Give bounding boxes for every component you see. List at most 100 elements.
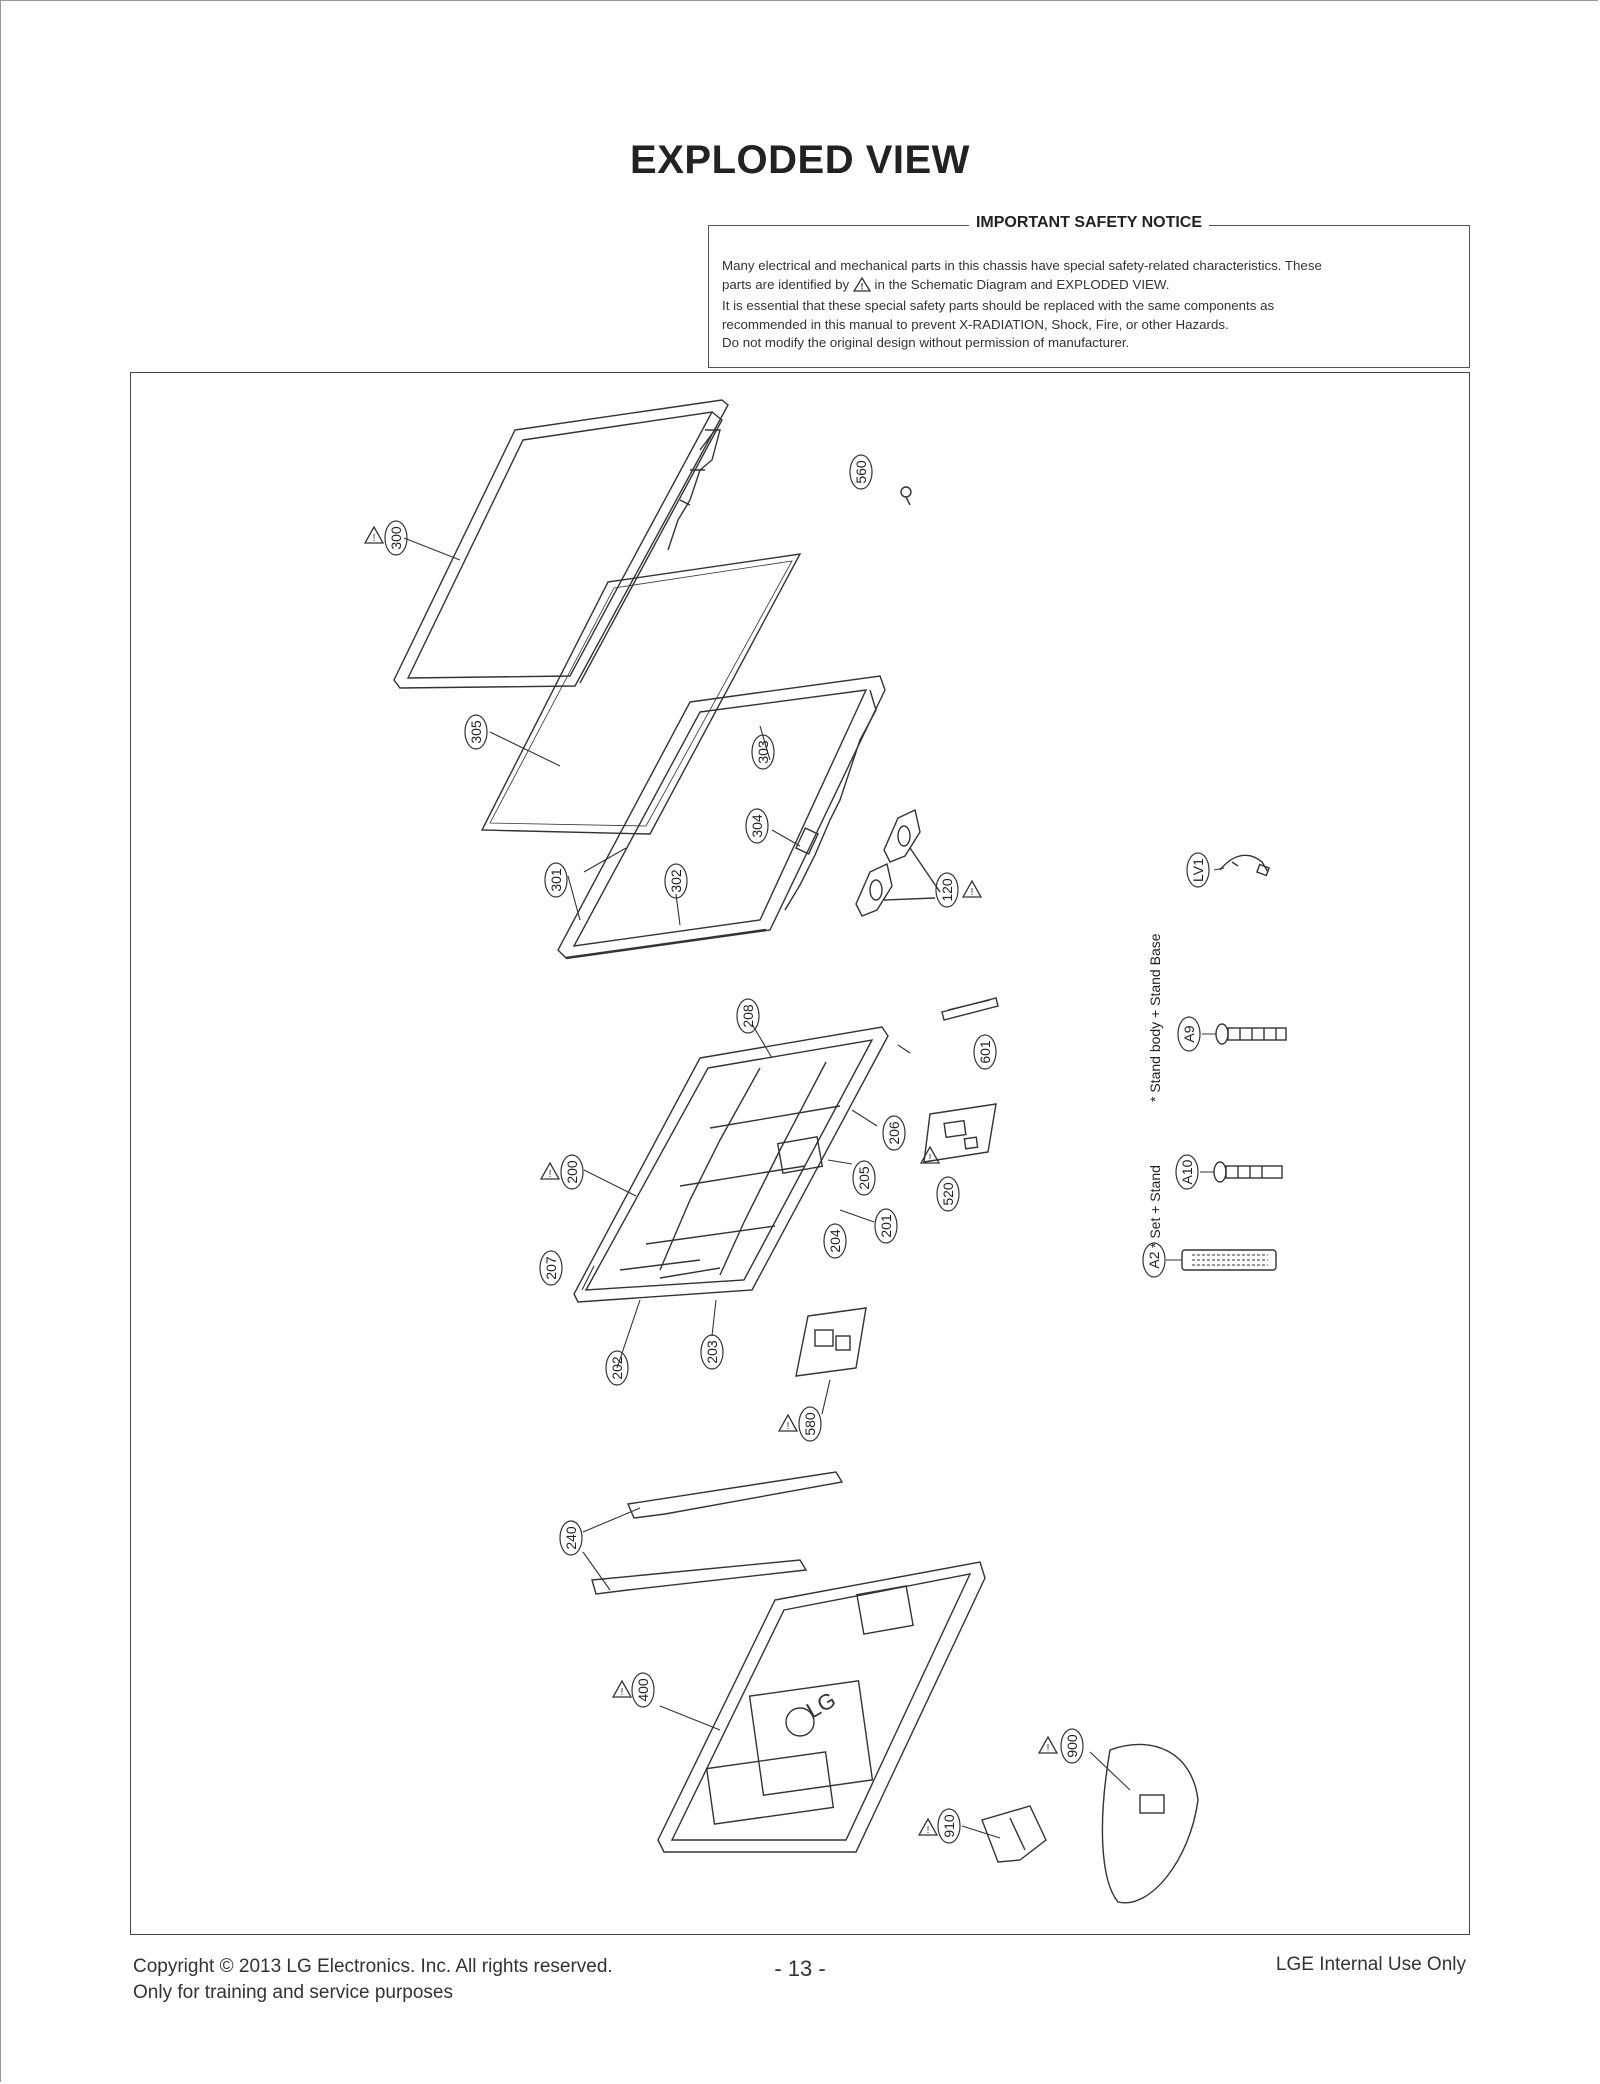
warning-icon-400 [612,1680,632,1698]
notice-line-1: Many electrical and mechanical parts in … [722,258,1322,273]
svg-text:207: 207 [543,1256,559,1280]
svg-text:580: 580 [802,1412,818,1436]
small-screw-part [900,486,912,506]
safety-notice-box: IMPORTANT SAFETY NOTICE Many electrical … [708,214,1470,368]
callout-520: 520 [936,1176,960,1212]
svg-text:900: 900 [1064,1734,1080,1758]
optical-sheet-part [480,553,802,835]
callout-208: 208 [736,998,760,1034]
callout-900: 900 [1060,1728,1084,1764]
stand-screw-a10-part [1213,1161,1283,1183]
svg-text:305: 305 [468,720,484,744]
lg-logo: LG [802,1687,840,1723]
callout-303: 303 [751,734,775,770]
internal-use-label: LGE Internal Use Only [1275,1954,1466,1975]
back-cover-part [657,1561,986,1853]
svg-text:400: 400 [635,1678,651,1702]
svg-text:208: 208 [740,1004,756,1028]
callout-910: 910 [937,1808,961,1844]
svg-text:120: 120 [939,878,955,902]
svg-text:303: 303 [755,740,771,764]
speaker-part [855,808,941,917]
svg-text:202: 202 [609,1356,625,1380]
power-board-part [795,1307,867,1377]
page-number: - 13 - [774,1956,826,1981]
callout-a9: A9 [1177,1016,1201,1052]
warning-triangle-icon: ! [852,276,872,298]
safety-notice-text: Many electrical and mechanical parts in … [722,257,1455,353]
notice-line-2: parts are identified by ! in the Schemat… [722,276,1455,298]
note-set-stand: * Set + Stand [1147,1165,1163,1248]
callout-120: 120 [935,872,959,908]
callout-580: 580 [798,1406,822,1442]
main-board-part [923,1103,997,1163]
warning-icon-910 [918,1818,938,1836]
svg-text:200: 200 [564,1160,580,1184]
remote-control-part [1181,1249,1277,1271]
svg-text:601: 601 [977,1040,993,1064]
warning-icon-300 [364,526,384,544]
note-stand-body: * Stand body + Stand Base [1147,933,1163,1102]
cable-part [1219,854,1269,873]
callout-300: 300 [384,520,408,556]
svg-text:A10: A10 [1179,1159,1195,1184]
front-bezel-part [393,399,729,689]
callout-301: 301 [544,862,568,898]
callout-601: 601 [973,1034,997,1070]
notice-line-4: recommended in this manual to prevent X-… [722,316,1229,332]
notice-line-5: Do not modify the original design withou… [722,335,1130,351]
svg-text:304: 304 [749,814,765,838]
footer-copyright: Copyright © 2013 LG Electronics. Inc. Al… [133,1954,613,2006]
notice-line-3: It is essential that these special safet… [722,298,1275,314]
svg-text:300: 300 [388,526,404,550]
safety-notice-heading-wrap: IMPORTANT SAFETY NOTICE [709,214,1469,232]
warning-icon-200 [540,1162,560,1180]
svg-text:LG: LG [802,1687,840,1723]
callout-204: 204 [823,1223,847,1259]
notice-line-2-pre: parts are identified by [722,276,850,292]
stand-screw-a9-part [1215,1023,1287,1045]
callout-205: 205 [852,1160,876,1196]
callout-202: 202 [605,1350,629,1386]
callout-240: 240 [559,1520,583,1556]
svg-text:A9: A9 [1181,1025,1197,1042]
callout-a10: A10 [1175,1154,1199,1190]
callout-400: 400 [631,1672,655,1708]
svg-text:LV1: LV1 [1190,858,1206,882]
callout-560: 560 [849,454,873,490]
panel-frame-part [557,675,886,960]
warning-icon-580 [778,1414,798,1432]
callout-207: 207 [539,1250,563,1286]
exploded-view-frame [130,372,1470,1935]
svg-text:204: 204 [827,1229,843,1253]
callout-206: 206 [882,1115,906,1151]
callout-200: 200 [560,1154,584,1190]
svg-text:201: 201 [878,1214,894,1238]
stand-base-part [1101,1743,1199,1904]
svg-text:!: ! [860,281,863,291]
svg-text:302: 302 [668,869,684,893]
callout-304: 304 [745,808,769,844]
callout-305: 305 [464,714,488,750]
callout-302: 302 [664,863,688,899]
svg-text:240: 240 [563,1526,579,1550]
stand-bracket-part [591,1471,844,1595]
main-chassis-part [573,1026,889,1303]
callout-201: 201 [874,1208,898,1244]
warning-icon-120 [962,880,982,898]
svg-text:520: 520 [940,1182,956,1206]
svg-text:205: 205 [856,1166,872,1190]
callout-a2: A2 [1142,1242,1166,1278]
callout-203: 203 [700,1334,724,1370]
notice-line-2-post: in the Schematic Diagram and EXPLODED VI… [874,276,1170,292]
copyright-text: Copyright © 2013 LG Electronics. Inc. Al… [133,1956,613,1977]
callout-lv1: LV1 [1186,852,1210,888]
ir-board-part [941,997,999,1021]
svg-text:301: 301 [548,868,564,892]
training-text: Only for training and service purposes [133,1982,453,2003]
safety-notice-heading: IMPORTANT SAFETY NOTICE [968,214,1210,231]
svg-text:910: 910 [941,1814,957,1838]
svg-text:206: 206 [886,1121,902,1145]
